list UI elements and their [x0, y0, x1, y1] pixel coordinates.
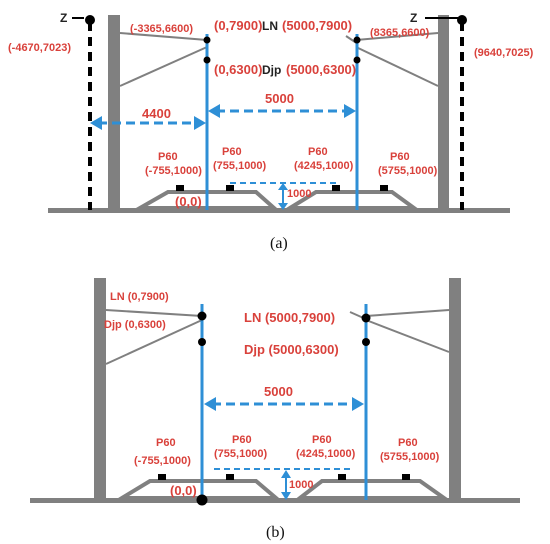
- panel-a: Z Z (-4670,7023) (-3: [8, 11, 534, 252]
- p60-2-name: P60: [222, 146, 242, 158]
- p60-3-name: P60: [308, 146, 328, 158]
- arm-right-top: [365, 309, 450, 317]
- arm-left-top: [119, 32, 208, 41]
- p60-2-name: P60: [232, 434, 252, 446]
- rails: [176, 185, 388, 191]
- label-ln: LN: [262, 19, 278, 33]
- coord-ln-left: (0,7900): [214, 18, 262, 33]
- dim-1000-label: 1000: [289, 479, 313, 491]
- mast-right: [449, 278, 461, 500]
- point-djp-left: [198, 338, 206, 346]
- dim-5000-arrow-left: [208, 104, 220, 118]
- dim-5000-arrow-right: [344, 104, 356, 118]
- dim-1000-arrow-top: [281, 470, 291, 478]
- dim-4400-arrow-left: [90, 116, 102, 130]
- ground-line: [48, 208, 510, 213]
- rail-1: [176, 185, 184, 191]
- p60-1-coord: (-755,1000): [134, 455, 191, 467]
- embankment-right: [282, 190, 421, 210]
- label-ln-right: LN (5000,7900): [244, 310, 335, 325]
- arm-right-brace: [365, 319, 450, 353]
- dim-1000-arrow-top: [278, 183, 288, 190]
- p60-3-name: P60: [312, 434, 332, 446]
- coord-djp-right: (5000,6300): [286, 62, 356, 77]
- point-origin: [196, 494, 208, 506]
- p60-2-coord: (755,1000): [214, 448, 268, 460]
- embankment-left: [132, 190, 280, 210]
- dim-1000-arrow-bottom: [278, 203, 288, 210]
- rail-2: [226, 185, 234, 191]
- mast-left: [108, 15, 120, 210]
- p60-4-coord: (5755,1000): [378, 165, 438, 177]
- dim-5000-label: 5000: [265, 91, 294, 106]
- rail-2: [226, 474, 234, 480]
- point-ln-right: [353, 36, 361, 44]
- dim-4400-arrow-right: [194, 116, 206, 130]
- mast-left: [94, 278, 106, 500]
- embankment-left: [114, 479, 282, 500]
- p60-3-coord: (4245,1000): [296, 448, 356, 460]
- rail-3: [332, 185, 340, 191]
- p60-4-name: P60: [390, 151, 410, 163]
- point-djp-right: [353, 56, 361, 64]
- dim-5000-arrow-right: [352, 397, 364, 411]
- panel-b: LN (0,7900) Djp (0,6300) LN (5000,7900) …: [30, 278, 520, 541]
- label-djp-right: Djp (5000,6300): [244, 342, 339, 357]
- z-label-right: Z: [410, 11, 417, 25]
- origin-label: (0,0): [170, 483, 197, 498]
- dim-5000-arrow-left: [204, 397, 216, 411]
- rail-4: [402, 474, 410, 480]
- rails: [158, 474, 410, 480]
- origin-label: (0,0): [175, 194, 202, 209]
- coord-left-far: (-4670,7023): [8, 42, 71, 54]
- point-djp-left: [203, 56, 211, 64]
- z-point-left: [85, 15, 95, 25]
- caption-a: (a): [270, 235, 288, 252]
- rail-3: [338, 474, 346, 480]
- arm-left-brace: [119, 46, 208, 87]
- p60-1-name: P60: [158, 151, 178, 163]
- arm-left-top: [105, 309, 203, 317]
- rail-1: [158, 474, 166, 480]
- mast-right: [438, 15, 449, 210]
- label-ln-left: LN (0,7900): [110, 291, 169, 303]
- p60-1-coord: (-755,1000): [145, 165, 202, 177]
- label-djp-left: Djp (0,6300): [104, 319, 166, 331]
- point-djp-right: [362, 338, 370, 346]
- p60-3-coord: (4245,1000): [294, 160, 354, 172]
- coord-djp-left: (0,6300): [214, 62, 262, 77]
- dim-4400-label: 4400: [142, 106, 171, 121]
- point-ln-left: [203, 36, 211, 44]
- ground-line: [30, 498, 520, 503]
- dim-5000-label: 5000: [264, 384, 293, 399]
- p60-1-name: P60: [156, 437, 176, 449]
- z-point-right: [457, 15, 467, 25]
- p60-4-name: P60: [398, 437, 418, 449]
- arm-left-brace: [105, 319, 203, 365]
- coord-right-far: (9640,7025): [474, 47, 534, 59]
- coord-ln-right: (5000,7900): [282, 18, 352, 33]
- arm-right-brace: [355, 46, 439, 87]
- embankment-right: [294, 479, 451, 500]
- caption-b: (b): [266, 524, 285, 541]
- point-ln-left: [197, 311, 207, 321]
- coord-left-arm: (-3365,6600): [130, 23, 193, 35]
- dim-1000-arrow-bottom: [281, 492, 291, 500]
- rail-4: [380, 185, 388, 191]
- label-djp: Djp: [262, 63, 281, 77]
- dim-1000-label: 1000: [287, 188, 311, 200]
- point-ln-right: [361, 313, 371, 323]
- z-label-left: Z: [60, 11, 67, 25]
- arm-right-top: [355, 32, 439, 41]
- coord-right-arm: (8365,6600): [370, 27, 430, 39]
- p60-2-coord: (755,1000): [213, 160, 267, 172]
- p60-4-coord: (5755,1000): [380, 451, 440, 463]
